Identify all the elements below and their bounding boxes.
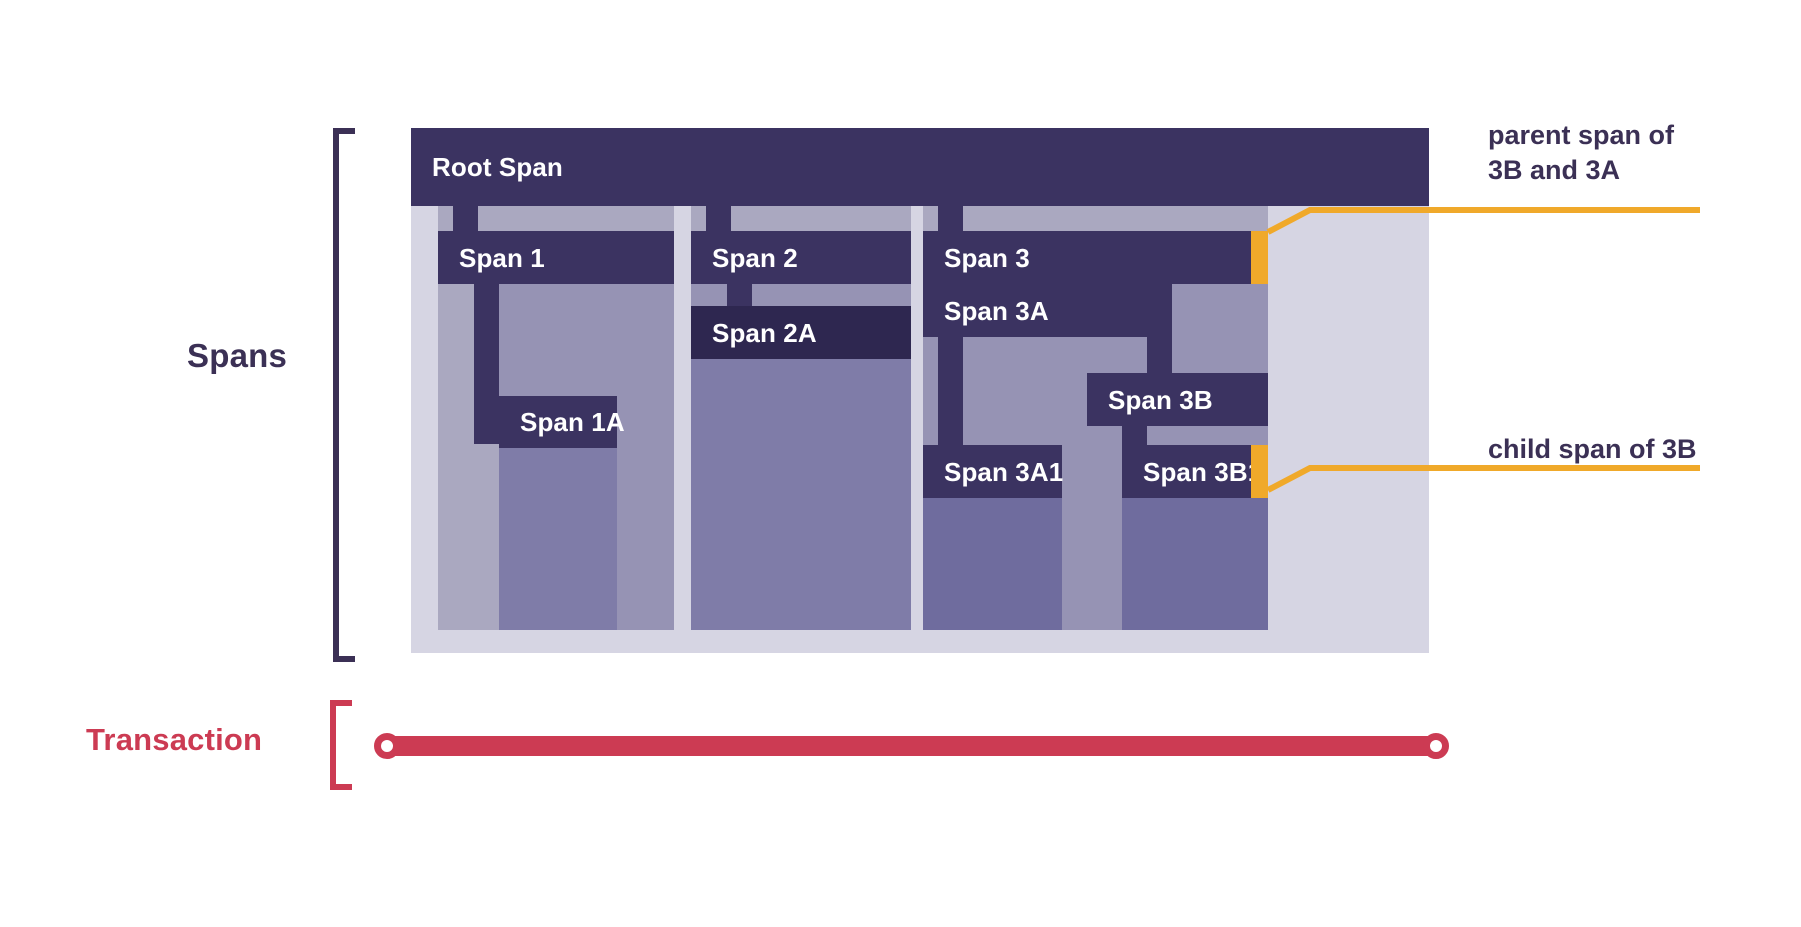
span-bar-3[interactable]: Span 3 xyxy=(923,231,1268,284)
span-3b1-body xyxy=(1122,498,1268,630)
span-label-bar-3a[interactable]: Span 3A xyxy=(923,284,1147,337)
span-bar-3b[interactable]: Span 3B xyxy=(1087,373,1268,426)
transaction-end-dot[interactable] xyxy=(1423,733,1449,759)
marker-child-span-3b1 xyxy=(1251,445,1268,498)
connector-span-3-to-3b xyxy=(1147,284,1172,384)
span-3a1-body xyxy=(923,498,1062,630)
span-label-3a1: Span 3A1 xyxy=(944,456,1064,487)
span-2a-body xyxy=(691,359,911,630)
span-label-root: Root Span xyxy=(432,152,563,182)
span-bar-3b1[interactable]: Span 3B1 xyxy=(1122,445,1268,498)
span-bar-1a[interactable]: Span 1A xyxy=(499,396,625,448)
transaction-bracket xyxy=(330,700,352,790)
span-label-1a: Span 1A xyxy=(520,407,625,437)
span-bar-3a1[interactable]: Span 3A1 xyxy=(923,445,1064,498)
span-label-1: Span 1 xyxy=(459,242,545,273)
spans-bracket xyxy=(333,128,355,662)
span-label-2: Span 2 xyxy=(712,242,798,273)
marker-parent-span-3 xyxy=(1251,231,1268,284)
span-label-3b: Span 3B xyxy=(1108,384,1213,415)
transaction-section-label: Transaction xyxy=(86,722,263,757)
span-label-2a: Span 2A xyxy=(712,317,817,348)
span-label-bar-1[interactable]: Span 1 xyxy=(438,231,674,284)
callout-child-span-text: child span of 3B xyxy=(1488,434,1697,464)
spans-section-label: Spans xyxy=(187,337,288,374)
span-1a-body xyxy=(499,448,617,630)
span-bar-2[interactable]: Span 2 xyxy=(691,231,911,284)
callout-parent-span-text: parent span of 3B and 3A xyxy=(1488,120,1675,185)
connector-span-1-to-1a xyxy=(474,284,499,444)
span-label-3b1: Span 3B1 xyxy=(1143,456,1263,487)
span-label-3a: Span 3A xyxy=(944,295,1049,326)
span-bar-root[interactable]: Root Span xyxy=(411,128,1429,206)
transaction-start-dot[interactable] xyxy=(374,733,400,759)
span-tree: Root Span Span 1 Span 1 xyxy=(411,128,1429,653)
span-label-3: Span 3 xyxy=(944,242,1030,273)
transaction-timeline-track[interactable] xyxy=(386,736,1435,756)
span-bar-2a[interactable]: Span 2A xyxy=(691,306,911,359)
